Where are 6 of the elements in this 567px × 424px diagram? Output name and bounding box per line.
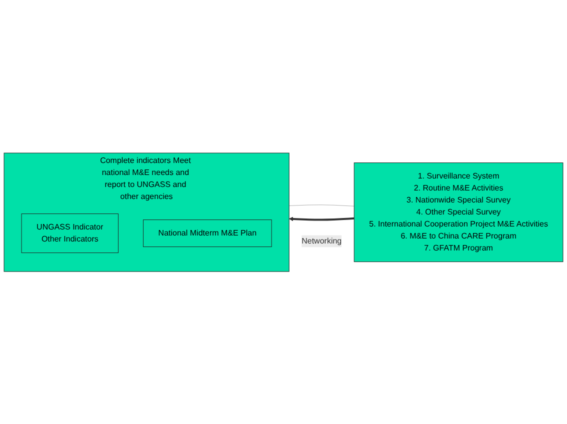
node-box: National Midterm M&E Plan [143,219,272,247]
node-box: UNGASS Indicator Other Indicators [21,213,119,253]
node-box: 1. Surveillance System 2. Routine M&E Activities 3. Nationwide Special Survey 4. Other Special Survey 5. International Cooperation Project M&E Activities 6. M&E to China CARE Program 7. GFATM Program [354,162,564,262]
edge-label: Networking [302,236,342,246]
arrow [288,216,354,221]
connector [288,204,354,206]
